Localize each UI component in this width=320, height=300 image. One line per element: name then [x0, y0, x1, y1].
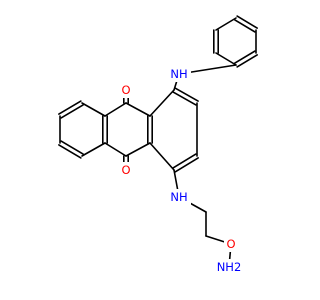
- anilino-nh-label: NH: [170, 67, 187, 81]
- anilino-nitrogen: NH: [167, 66, 191, 82]
- ether-oxygen: O: [224, 236, 238, 252]
- single-bond: [215, 52, 237, 66]
- double-bond: [172, 91, 197, 106]
- alkylamino-nh-label: NH: [170, 190, 187, 204]
- single-bond: [149, 142, 175, 171]
- single-bond: [104, 102, 127, 117]
- amino-nh2-label: NH2: [217, 260, 242, 274]
- molecule-structure-diagram: O O NH NH O NH2: [58, 15, 258, 275]
- carbonyl-oxygen-top-label: O: [121, 83, 130, 97]
- single-bond: [81, 142, 106, 157]
- double-bond: [60, 104, 84, 119]
- atom-label-layer: O O NH NH O NH2: [119, 66, 242, 275]
- double-bond: [174, 87, 199, 102]
- amino-nitrogen: NH2: [216, 259, 242, 275]
- carbonyl-oxygen-bottom-label: O: [121, 163, 130, 177]
- double-bond: [236, 15, 258, 29]
- double-bond: [172, 153, 197, 169]
- double-bond: [58, 144, 82, 159]
- double-bond: [60, 140, 84, 155]
- double-bond: [236, 54, 258, 68]
- single-bond: [149, 89, 175, 117]
- double-bond: [234, 19, 256, 33]
- single-bond: [125, 142, 151, 157]
- bond-layer: [58, 15, 258, 268]
- single-bond: [215, 17, 237, 31]
- double-bond: [58, 100, 82, 115]
- double-bond: [234, 50, 256, 64]
- double-bond: [174, 157, 199, 173]
- single-bond: [125, 102, 151, 117]
- single-bond: [81, 102, 106, 117]
- single-bond: [104, 142, 127, 157]
- carbonyl-oxygen-bottom: O: [119, 162, 133, 178]
- ether-oxygen-label: O: [226, 237, 235, 251]
- alkylamino-nitrogen: NH: [167, 189, 191, 205]
- carbonyl-oxygen-top: O: [119, 82, 133, 98]
